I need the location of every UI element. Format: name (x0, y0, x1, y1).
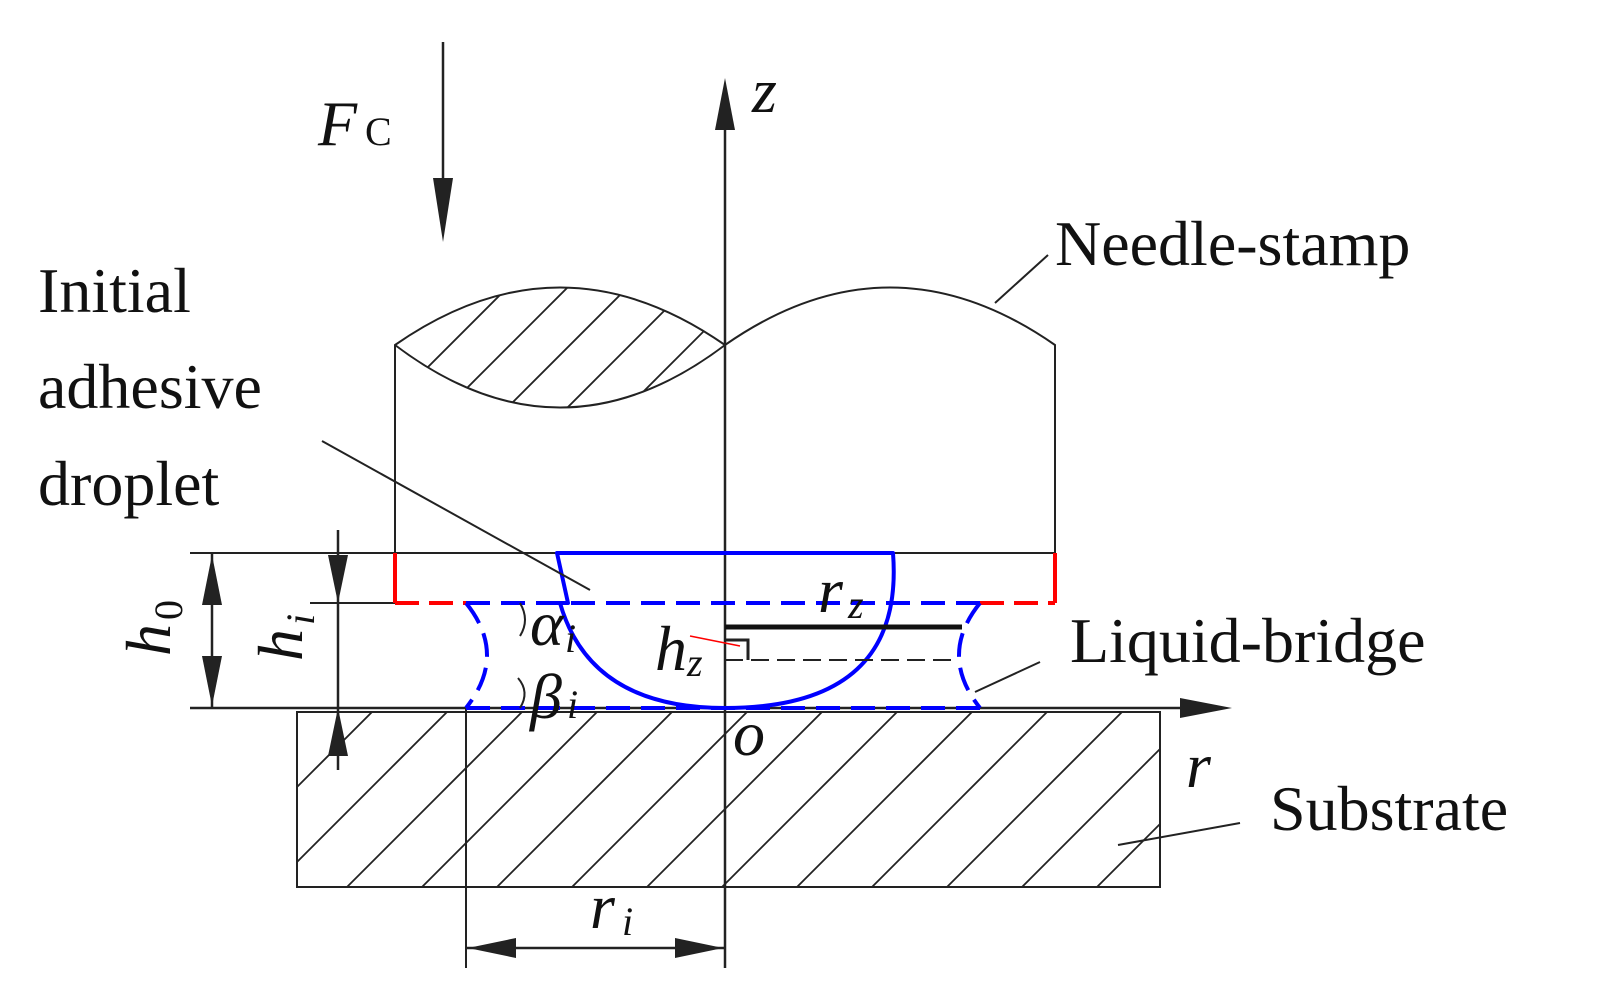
hatch-line (496, 712, 673, 887)
force-label-sub: C (365, 109, 392, 154)
hatch-line (674, 287, 725, 408)
h0-dimension (202, 553, 222, 708)
hatch-line (395, 287, 396, 408)
stamp-interface-red (393, 553, 1057, 605)
beta-label-sub: i (567, 682, 578, 727)
hatch-line (346, 712, 523, 887)
beta-angle-arc (517, 677, 526, 709)
hi-dimension (328, 530, 348, 770)
hz-label-sub: z (686, 640, 703, 685)
needle-stamp-label: Needle-stamp (1055, 208, 1410, 279)
r-axis-label: r (1186, 730, 1212, 801)
liquid-bridge-leader (974, 661, 1041, 693)
right-angle-mark (725, 638, 750, 660)
svg-text:i: i (278, 614, 323, 625)
alpha-label: α (530, 588, 565, 659)
origin-label: o (733, 698, 765, 769)
hatch-line (1096, 822, 1160, 887)
hatch-line (735, 280, 875, 420)
hatch-line (571, 712, 748, 887)
hatch-line (494, 287, 636, 408)
initial-droplet-label-2: adhesive (38, 351, 262, 422)
alpha-label-sub: i (565, 616, 576, 661)
svg-text:0: 0 (146, 600, 191, 620)
hatch-line (421, 712, 598, 887)
alpha-angle-arc (519, 602, 526, 637)
hatch-line (297, 712, 373, 789)
z-axis-label: z (751, 55, 777, 126)
initial-droplet-label-1: Initial (38, 255, 191, 326)
needle-stamp-section-wave (394, 344, 726, 409)
hz-label: h (655, 613, 687, 684)
hatch-line (434, 287, 576, 408)
r-axis-arrowhead (1180, 698, 1232, 718)
hatch-line (1021, 747, 1160, 887)
beta-label: β (528, 661, 562, 732)
z-axis-arrowhead (715, 78, 735, 130)
ri-label: r (590, 871, 616, 942)
hatch-line (795, 280, 935, 420)
svg-text:h: h (113, 624, 184, 656)
ri-dimension (465, 708, 725, 968)
rz-label: r (818, 555, 844, 626)
substrate-label: Substrate (1270, 773, 1508, 844)
hatch-line (946, 712, 1123, 887)
hz-leader (689, 635, 741, 647)
h0-label: h 0 (113, 600, 191, 656)
initial-droplet-leader (321, 440, 591, 591)
hatch-line (721, 712, 898, 887)
substrate-hatching (297, 712, 1160, 887)
hatch-line (297, 712, 448, 864)
hatch-line (614, 287, 725, 408)
ri-label-sub: i (622, 899, 633, 944)
hi-label: h i (245, 614, 323, 661)
hatch-line (297, 712, 298, 714)
force-label: F (317, 88, 358, 159)
needle-stamp-leader (994, 254, 1049, 304)
force-arrow (433, 42, 453, 242)
hatch-line (646, 712, 823, 887)
hatch-line (796, 712, 973, 887)
hatch-line (871, 712, 1048, 887)
substrate-leader (1117, 822, 1241, 846)
hatch-line (855, 280, 995, 420)
hatch-line (395, 287, 456, 408)
needle-stamp (394, 280, 1056, 554)
rz-label-sub: z (847, 582, 864, 627)
hatch-line (554, 287, 696, 408)
initial-droplet-label-3: droplet (38, 448, 220, 519)
liquid-bridge-label: Liquid-bridge (1070, 605, 1425, 676)
needle-stamp-hatching (395, 280, 995, 420)
substrate (296, 711, 1161, 888)
svg-text:h: h (245, 629, 316, 661)
substrate-outline (296, 711, 1161, 888)
